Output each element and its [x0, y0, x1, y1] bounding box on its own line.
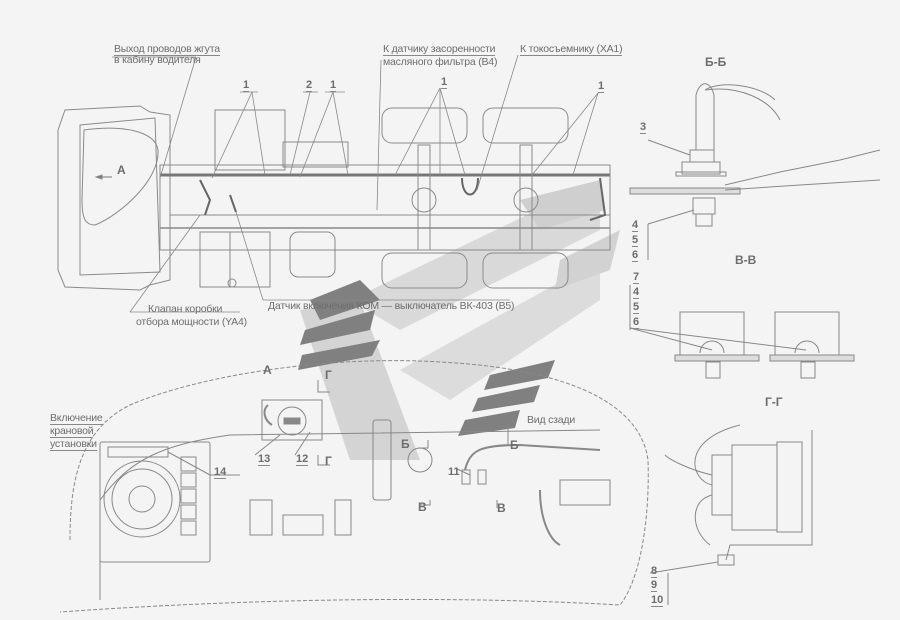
pos-2: 2 — [306, 79, 313, 92]
pto-valve-label-1: Клапан коробки — [148, 303, 223, 315]
crane-switch-label-1: Включение — [50, 412, 103, 425]
pos-4-vv: 4 — [633, 286, 640, 299]
harness-exit-label-2: в кабину водителя — [114, 54, 201, 66]
view-a-arrow-label: А — [117, 163, 126, 177]
cut-mark-v-right: В — [497, 501, 506, 515]
pos-11: 11 — [448, 466, 460, 478]
pos-12: 12 — [296, 453, 309, 466]
pos-8: 8 — [651, 565, 658, 578]
chassis-top-view — [57, 105, 611, 291]
clog-sensor-label-1: К датчику засоренности — [383, 43, 496, 56]
rear-view-label: Вид сзади — [527, 414, 576, 426]
pos-10: 10 — [651, 594, 664, 607]
pos-1-c: 1 — [441, 76, 448, 89]
section-bb-title: Б-Б — [705, 55, 727, 69]
cut-mark-g-bottom: Г — [325, 454, 332, 468]
view-a-title: А — [263, 363, 272, 377]
pos-6-vv: 6 — [633, 316, 640, 329]
section-vv-title: В-В — [735, 253, 757, 267]
pos-1-b: 1 — [330, 79, 337, 92]
crane-switch-label-2: крановой — [50, 425, 94, 438]
cut-mark-b-right: Б — [510, 438, 519, 452]
pos-5-vv: 5 — [633, 301, 640, 314]
pos-13: 13 — [258, 453, 271, 466]
pos-4-bb: 4 — [632, 219, 639, 232]
pos-1-a: 1 — [243, 79, 250, 92]
cut-mark-b-left: Б — [401, 437, 410, 451]
pto-sensor-label: Датчик включения КОМ — выключатель ВК-40… — [268, 300, 515, 312]
pos-9: 9 — [651, 579, 658, 592]
pos-1-d: 1 — [598, 80, 605, 93]
pos-7: 7 — [633, 271, 640, 284]
section-gg-drawing — [649, 424, 813, 605]
cut-mark-v-left: В — [418, 500, 427, 514]
section-gg-title: Г-Г — [765, 395, 783, 409]
pos-6-bb: 6 — [632, 249, 639, 262]
crane-switch-label-3: установки — [50, 438, 97, 451]
clog-sensor-label-2: масляного фильтра (В4) — [383, 56, 498, 68]
leader-lines — [112, 54, 599, 313]
harness-exit-label-1: Выход проводов жгута — [114, 43, 220, 56]
pos-5-bb: 5 — [632, 234, 639, 247]
plug-socket-label: К токосъемнику (XA1) — [520, 43, 623, 56]
section-bb-drawing — [629, 83, 881, 260]
dashboard-view — [59, 360, 649, 613]
section-vv-drawing — [629, 285, 855, 379]
pto-valve-label-2: отбора мощности (YA4) — [136, 316, 247, 328]
pos-14: 14 — [214, 466, 227, 479]
cut-mark-g-top: Г — [325, 368, 332, 382]
pos-3: 3 — [640, 121, 647, 134]
